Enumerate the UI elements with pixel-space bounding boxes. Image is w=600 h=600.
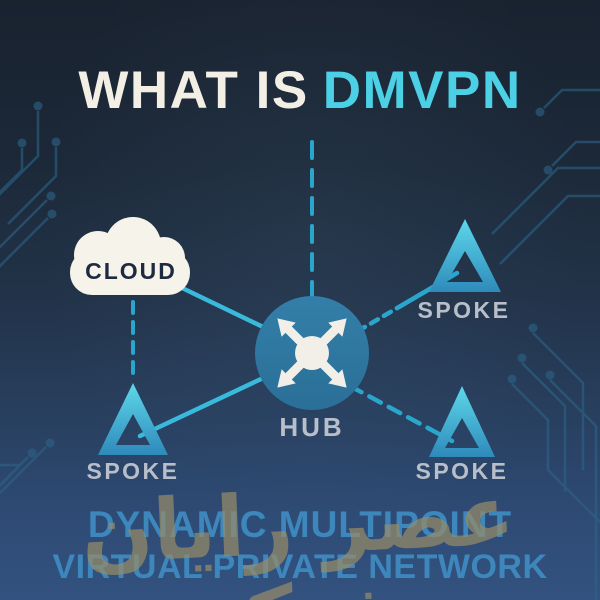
spoke-label: SPOKE xyxy=(417,297,510,323)
edge-hub-to-spokebr xyxy=(347,383,455,444)
delta-triangle-icon xyxy=(98,383,168,455)
cloud-label: CLOUD xyxy=(85,258,177,284)
spoke-node-top-right: SPOKE xyxy=(417,219,510,323)
subtitle-line-1: DYNAMIC MULTIPOINT xyxy=(87,504,513,545)
delta-triangle-icon xyxy=(429,386,495,457)
router-arrows-icon xyxy=(277,318,347,388)
cloud-node: CLOUD xyxy=(70,217,190,295)
hub-node: HUB xyxy=(255,296,369,442)
subtitle-line-2: VIRTUAL PRIVATE NETWORK xyxy=(52,548,548,586)
spoke-label: SPOKE xyxy=(86,458,179,484)
circuit-decoration xyxy=(0,88,600,600)
spoke-label: SPOKE xyxy=(415,458,508,484)
spoke-node-bottom-left: SPOKE xyxy=(86,383,179,484)
title-prefix: WHAT IS xyxy=(78,61,309,120)
hub-label: HUB xyxy=(279,412,344,442)
spoke-node-bottom-right: SPOKE xyxy=(415,386,508,484)
delta-triangle-icon xyxy=(429,219,501,292)
title-highlight: DMVPN xyxy=(322,61,522,120)
cloud-icon xyxy=(70,217,190,295)
